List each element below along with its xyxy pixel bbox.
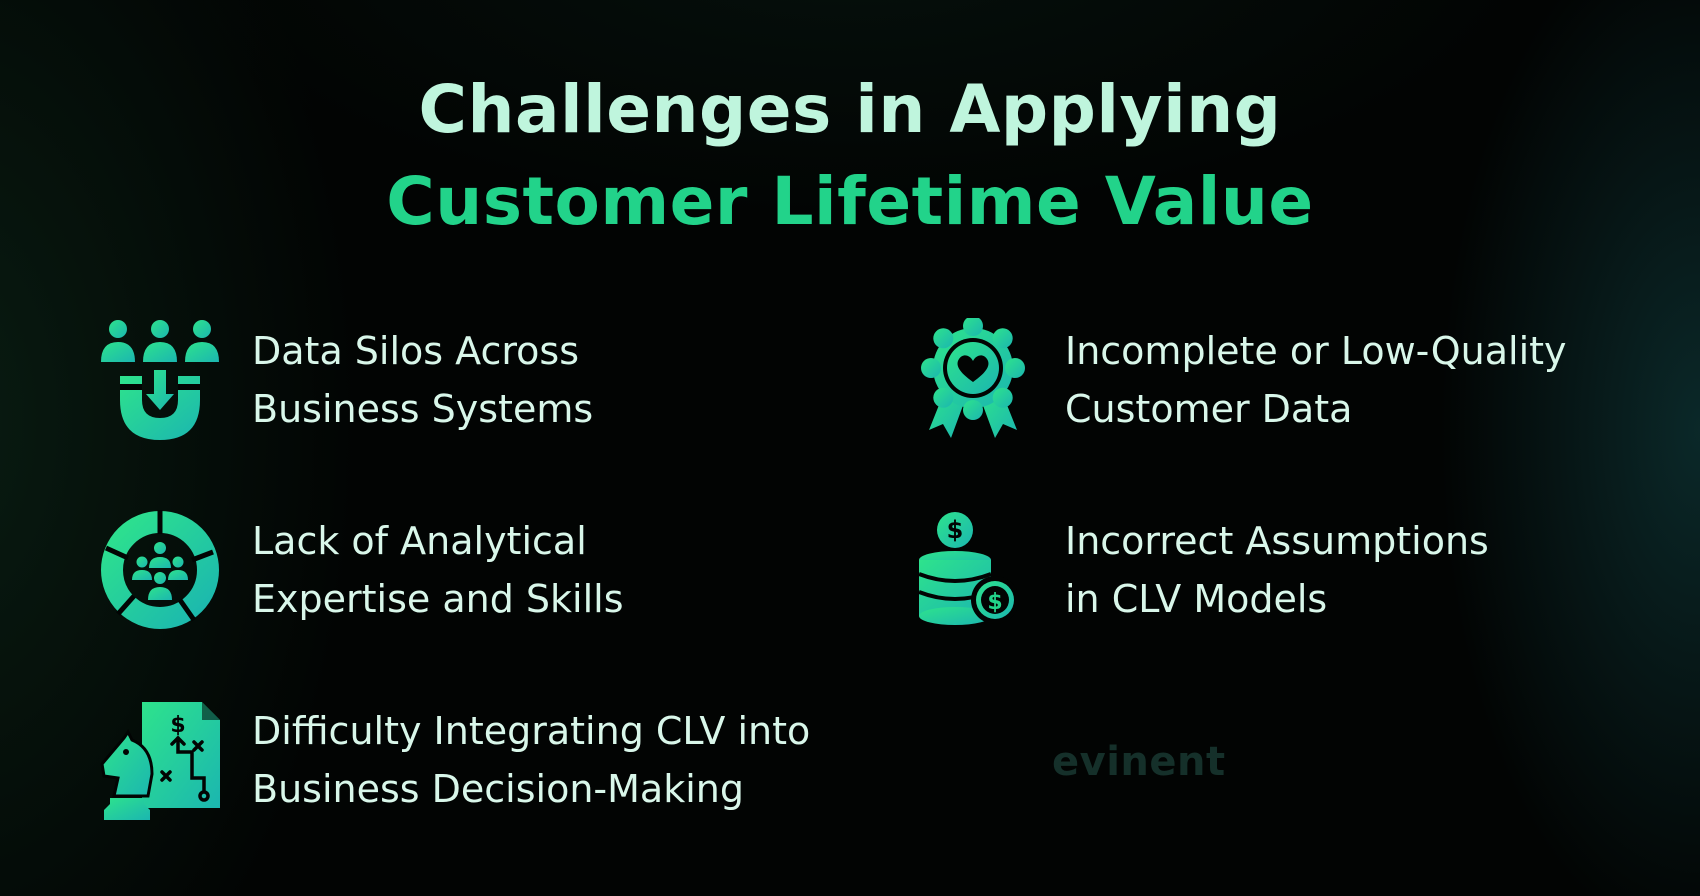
challenge-integrating-clv: $ Difficulty Integrating CLV into Busine…: [98, 698, 810, 822]
challenge-label-line-1: Incomplete or Low-Quality: [1065, 329, 1567, 373]
challenge-label-line-1: Data Silos Across: [252, 329, 580, 373]
svg-text:$: $: [987, 590, 1002, 615]
challenge-label-line-2: Business Decision-Making: [252, 767, 744, 811]
challenge-label: Incorrect Assumptions in CLV Models: [1065, 512, 1489, 628]
strategy-chess-knight-icon: $: [100, 702, 220, 820]
analytics-people-chart-icon: [101, 510, 219, 629]
challenge-label: Incomplete or Low-Quality Customer Data: [1065, 322, 1567, 438]
challenge-data-silos: Data Silos Across Business Systems: [98, 318, 593, 442]
challenge-label-line-2: Business Systems: [252, 387, 594, 431]
svg-text:$: $: [170, 713, 185, 738]
brand-logo: evinent: [1052, 739, 1226, 785]
challenge-analytical-expertise: Lack of Analytical Expertise and Skills: [98, 508, 624, 632]
coin-stack-dollar-icon: $ $: [918, 512, 1019, 625]
challenge-label-line-2: Expertise and Skills: [252, 577, 624, 621]
data-silos-icon: [101, 320, 219, 440]
challenge-label-line-2: in CLV Models: [1065, 577, 1328, 621]
challenge-label-line-1: Difficulty Integrating CLV into: [252, 709, 811, 753]
challenge-label-line-1: Incorrect Assumptions: [1065, 519, 1489, 563]
challenge-label-line-2: Customer Data: [1065, 387, 1353, 431]
svg-text:$: $: [947, 516, 964, 544]
challenge-data-quality: Incomplete or Low-Quality Customer Data: [911, 318, 1567, 442]
challenge-label: Lack of Analytical Expertise and Skills: [252, 512, 624, 628]
challenge-label-line-1: Lack of Analytical: [252, 519, 587, 563]
challenge-label: Difficulty Integrating CLV into Business…: [252, 702, 810, 818]
title-line-1: Challenges in Applying: [418, 71, 1282, 148]
quality-badge-heart-icon: [921, 318, 1025, 438]
title-line-2: Customer Lifetime Value: [386, 163, 1314, 240]
challenge-incorrect-assumptions: $ $ Incorrect Assumptions in CLV Models: [911, 508, 1489, 632]
challenge-label: Data Silos Across Business Systems: [252, 322, 593, 438]
